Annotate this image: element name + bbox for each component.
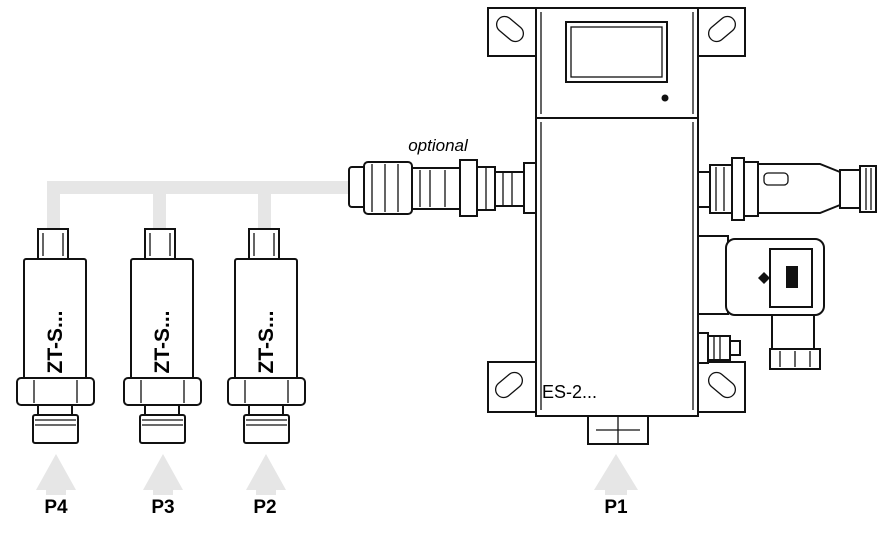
port-label-p2: P2	[253, 497, 276, 518]
optional-connector	[348, 159, 537, 217]
pressure-sensor-p2	[227, 228, 306, 444]
inlet-arrow-p1	[594, 454, 638, 495]
port-label-p3: P3	[151, 497, 174, 518]
optional-label: optional	[408, 136, 469, 155]
main-unit-label: ES-2...	[542, 382, 597, 402]
pressure-tubing-manifold	[47, 181, 365, 229]
inlet-arrow-p4	[36, 454, 76, 495]
main-unit	[487, 7, 746, 445]
valve-plug	[697, 235, 825, 370]
cable-connector	[697, 157, 877, 221]
inlet-arrow-p2	[246, 454, 286, 495]
pressure-sensor-p4	[16, 228, 95, 444]
sensor-label-p2: ZT-S...	[255, 311, 278, 374]
inlet-arrow-p3	[143, 454, 183, 495]
sensor-label-p4: ZT-S...	[44, 311, 67, 374]
small-fitting	[697, 332, 741, 364]
port-label-p4: P4	[44, 497, 68, 518]
port-label-p1: P1	[604, 497, 628, 518]
pressure-sensor-p3	[123, 228, 202, 444]
sensor-label-p3: ZT-S...	[151, 311, 174, 374]
